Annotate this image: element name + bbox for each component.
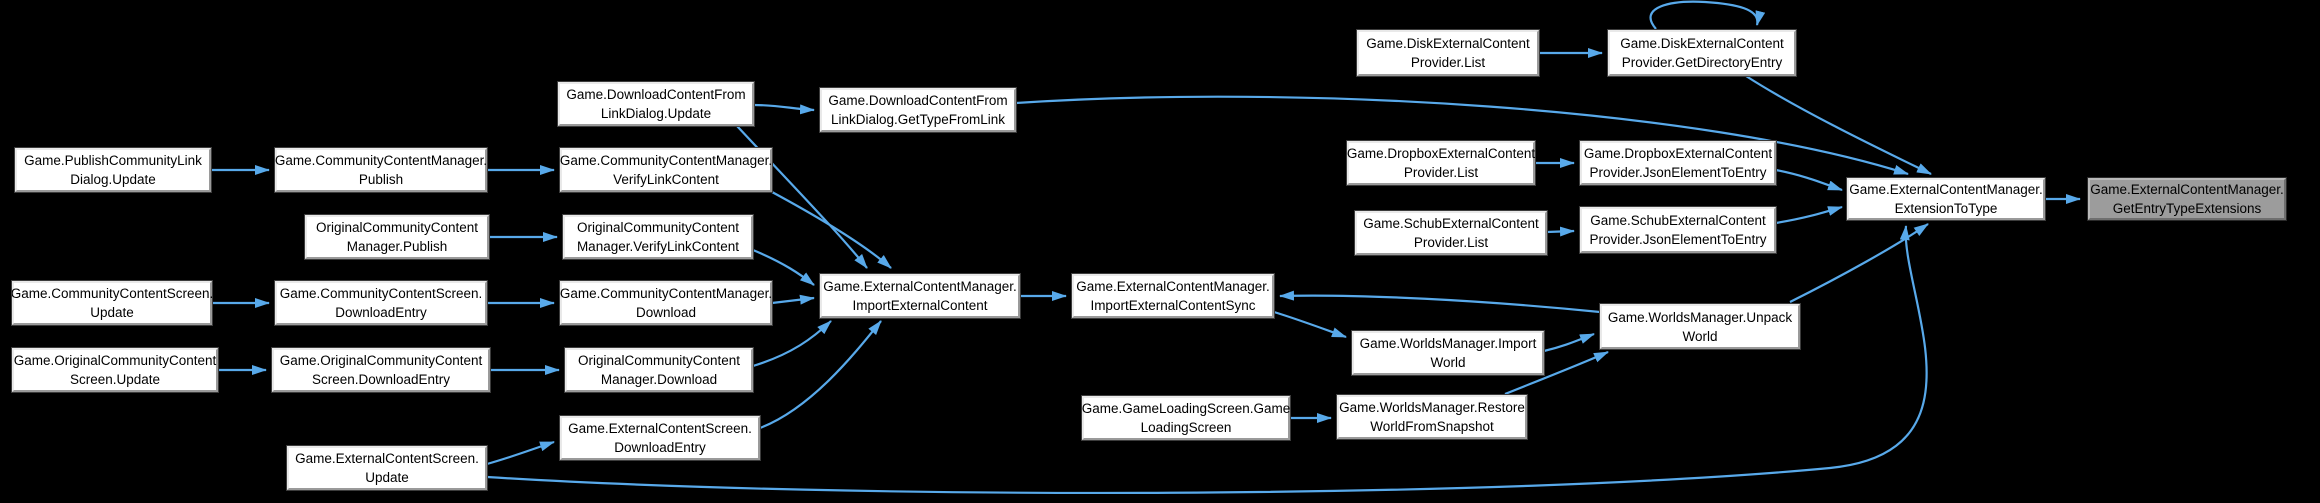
graph-node-ccm-publish[interactable]: Game.CommunityContentManager. Publish <box>274 147 488 193</box>
call-edge-dropbox-json-to-ecm-ext-to-type <box>1775 168 1843 192</box>
graph-node-occm-download[interactable]: OriginalCommunityContent Manager.Downloa… <box>564 347 754 393</box>
graph-node-publish-link-update[interactable]: Game.PublishCommunityLink Dialog.Update <box>14 147 212 193</box>
graph-node-dropbox-list[interactable]: Game.DropboxExternalContent Provider.Lis… <box>1346 140 1536 186</box>
graph-node-ccs-update[interactable]: Game.CommunityContentScreen. Update <box>11 280 213 326</box>
call-edge-wm-unpack-world-to-ecm-ext-to-type <box>1789 223 1929 303</box>
graph-node-ccm-download[interactable]: Game.CommunityContentManager. Download <box>559 280 773 326</box>
graph-node-ecm-get-entry-ext[interactable]: Game.ExternalContentManager. GetEntryTyp… <box>2087 177 2287 221</box>
graph-node-dcfld-get-type[interactable]: Game.DownloadContentFrom LinkDialog.GetT… <box>819 87 1017 133</box>
graph-node-dropbox-json[interactable]: Game.DropboxExternalContent Provider.Jso… <box>1579 140 1777 186</box>
graph-node-ccs-download-entry[interactable]: Game.CommunityContentScreen. DownloadEnt… <box>274 280 488 326</box>
call-edge-wm-restore-to-wm-unpack-world <box>1504 350 1609 396</box>
graph-node-ecm-import-sync[interactable]: Game.ExternalContentManager. ImportExter… <box>1071 273 1275 319</box>
graph-node-occs-download-entry[interactable]: Game.OriginalCommunityContent Screen.Dow… <box>271 347 491 393</box>
call-edge-ecs-update-to-ecs-download-entry <box>486 440 555 466</box>
call-edge-disk-get-dir-to-disk-get-dir <box>1649 0 1766 30</box>
graph-node-wm-restore[interactable]: Game.WorldsManager.Restore WorldFromSnap… <box>1336 394 1528 440</box>
graph-node-occm-publish[interactable]: OriginalCommunityContent Manager.Publish <box>304 214 490 260</box>
graph-node-dcfld-update[interactable]: Game.DownloadContentFrom LinkDialog.Upda… <box>557 81 755 127</box>
call-edge-dcfld-update-to-ecm-import <box>736 125 868 269</box>
graph-node-wm-unpack-world[interactable]: Game.WorldsManager.Unpack World <box>1599 303 1801 350</box>
call-edge-schub-json-to-ecm-ext-to-type <box>1775 205 1843 225</box>
call-edge-occm-download-to-ecm-import <box>752 320 832 368</box>
call-edge-disk-get-dir-to-ecm-ext-to-type <box>1745 75 1932 175</box>
graph-node-gls-ctor[interactable]: Game.GameLoadingScreen.Game LoadingScree… <box>1081 395 1291 441</box>
graph-node-occs-update[interactable]: Game.OriginalCommunityContent Screen.Upd… <box>11 347 219 393</box>
call-edge-ccm-download-to-ecm-import <box>771 294 815 305</box>
call-edge-schub-list-to-schub-json <box>1546 226 1575 237</box>
graph-node-ecm-import[interactable]: Game.ExternalContentManager. ImportExter… <box>819 273 1021 319</box>
call-edge-dcfld-get-type-to-ecm-ext-to-type <box>1015 95 1909 176</box>
call-edge-ccm-verify-to-ecm-import <box>771 191 892 269</box>
graph-node-ecm-ext-to-type[interactable]: Game.ExternalContentManager. ExtensionTo… <box>1846 177 2046 221</box>
call-edge-wm-import-world-to-wm-unpack-world <box>1543 332 1595 353</box>
call-edge-wm-unpack-world-to-ecm-import-sync <box>1279 290 1601 314</box>
graph-node-disk-list[interactable]: Game.DiskExternalContent Provider.List <box>1356 29 1540 77</box>
graph-node-schub-json[interactable]: Game.SchubExternalContent Provider.JsonE… <box>1579 206 1777 254</box>
graph-node-ecs-update[interactable]: Game.ExternalContentScreen. Update <box>286 445 488 491</box>
graph-node-ecs-download-entry[interactable]: Game.ExternalContentScreen. DownloadEntr… <box>559 415 761 461</box>
call-edge-dcfld-update-to-dcfld-get-type <box>753 103 815 115</box>
graph-node-ccm-verify[interactable]: Game.CommunityContentManager. VerifyLink… <box>559 147 773 193</box>
graph-node-wm-import-world[interactable]: Game.WorldsManager.Import World <box>1351 330 1545 376</box>
call-edge-ecs-download-entry-to-ecm-import <box>759 320 882 430</box>
graph-node-schub-list[interactable]: Game.SchubExternalContent Provider.List <box>1354 210 1548 256</box>
call-edge-occm-verify-to-ecm-import <box>752 248 815 286</box>
graph-node-occm-verify[interactable]: OriginalCommunityContent Manager.VerifyL… <box>562 214 754 260</box>
graph-node-disk-get-dir[interactable]: Game.DiskExternalContent Provider.GetDir… <box>1607 29 1797 77</box>
call-edge-ecs-update-to-ecm-ext-to-type <box>486 225 1928 495</box>
call-edge-ecm-import-sync-to-wm-import-world <box>1273 310 1347 339</box>
edges-group <box>211 0 2081 495</box>
